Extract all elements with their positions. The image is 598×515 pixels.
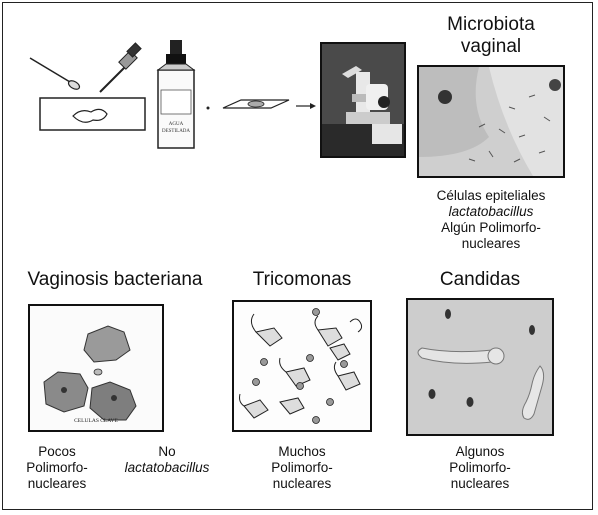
microbiota-micrograph <box>417 65 565 178</box>
dropper-icon <box>99 42 142 93</box>
distilled-water-bottle-icon <box>156 40 196 149</box>
trichomonas-image <box>234 302 370 430</box>
microbiota-caption-line4: nucleares <box>461 236 521 251</box>
prepared-slide-icon <box>222 99 290 109</box>
procedure-drawing <box>29 40 316 149</box>
tricomonas-caption-line2: Polimorfo- <box>271 460 333 475</box>
vaginosis-caption-left: Pocos Polimorfo- nucleares <box>2 444 112 492</box>
procedure-illustration: AGUA DESTILADA <box>18 30 318 160</box>
vaginosis-caption-right: No lactatobacillus <box>112 444 222 476</box>
microbiota-caption: Células epiteliales lactatobacillus Algú… <box>410 188 572 252</box>
bottle-label: AGUA DESTILADA <box>159 121 193 135</box>
candidas-caption-line3: nucleares <box>450 476 510 491</box>
figure-frame <box>2 2 593 510</box>
microbiota-caption-line1: Células epiteliales <box>436 188 546 203</box>
microbiota-title-line1: Microbiota <box>447 14 535 35</box>
bottle-label-line2: DESTILADA <box>161 129 191 134</box>
arrow-icon <box>296 103 316 109</box>
tricomonas-drawing <box>232 300 372 432</box>
candidas-title: Candidas <box>439 269 521 290</box>
vaginosis-caption-left-line2: Polimorfo- <box>26 460 88 475</box>
clue-cells-image <box>30 306 162 430</box>
microbiota-title: Microbiota vaginal <box>418 14 564 58</box>
candidas-caption: Algunos Polimorfo- nucleares <box>412 444 548 492</box>
candidas-caption-line2: Polimorfo- <box>449 460 511 475</box>
vaginosis-drawing: CELULAS CLAVE <box>28 304 164 432</box>
microbiota-cells-image <box>419 67 563 176</box>
tricomonas-title: Tricomonas <box>252 269 352 290</box>
tricomonas-caption-line3: nucleares <box>272 476 332 491</box>
vaginosis-title: Vaginosis bacteriana <box>27 269 203 290</box>
bottle-label-line1: AGUA <box>168 122 184 127</box>
microbiota-title-line2: vaginal <box>460 36 522 57</box>
vaginosis-caption-right-line2: lactatobacillus <box>124 460 210 475</box>
vaginosis-caption-left-line3: nucleares <box>27 476 87 491</box>
microbiota-caption-line3: Algún Polimorfo- <box>441 220 541 235</box>
vaginosis-caption-left-line1: Pocos <box>38 444 76 459</box>
candida-image <box>408 300 552 434</box>
candidas-caption-line1: Algunos <box>455 444 505 459</box>
candidas-micrograph <box>406 298 554 436</box>
microscope-icon <box>322 44 404 156</box>
tricomonas-caption-line1: Muchos <box>278 444 326 459</box>
tricomonas-caption: Muchos Polimorfo- nucleares <box>234 444 370 492</box>
vaginosis-caption-right-line1: No <box>158 444 176 459</box>
slide-with-sample-icon <box>39 97 146 131</box>
clue-cells-label: CELULAS CLAVE <box>74 418 118 424</box>
swab-icon <box>29 57 81 90</box>
microbiota-caption-line2: lactatobacillus <box>448 204 534 219</box>
microscope-photo <box>320 42 406 158</box>
